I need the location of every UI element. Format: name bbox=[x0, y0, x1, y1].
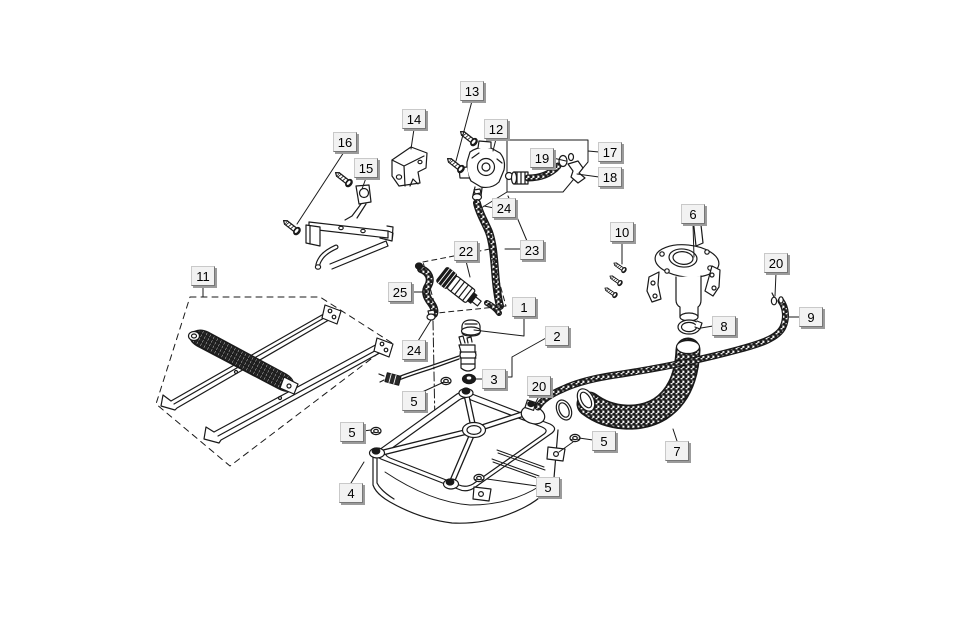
part-4-fuel-tank bbox=[368, 387, 574, 524]
callout-17[interactable]: 17 bbox=[598, 142, 622, 162]
callout-16[interactable]: 16 bbox=[333, 132, 357, 152]
part-6-filler-flange bbox=[646, 213, 721, 322]
callout-25[interactable]: 25 bbox=[388, 282, 412, 302]
leader-line-2 bbox=[503, 337, 547, 378]
callout-24b[interactable]: 24 bbox=[402, 340, 426, 360]
leader-line-19 bbox=[552, 157, 567, 162]
part-16-screw-2 bbox=[280, 216, 303, 237]
part-11-rail-lower bbox=[203, 337, 394, 444]
part-8-hose-clamp bbox=[677, 319, 703, 335]
callout-2[interactable]: 2 bbox=[545, 326, 569, 346]
leader-line-12 bbox=[492, 138, 497, 152]
part-1-grommet bbox=[460, 319, 482, 337]
part-14-bracket bbox=[391, 146, 428, 187]
leader-line-15 bbox=[361, 177, 367, 190]
leader-line-5d bbox=[486, 478, 538, 487]
part-15-bracket bbox=[305, 184, 394, 270]
part-24-clamp-lower bbox=[426, 309, 436, 321]
callout-7[interactable]: 7 bbox=[665, 441, 689, 461]
callout-11[interactable]: 11 bbox=[191, 266, 215, 286]
leader-line-22 bbox=[465, 260, 471, 278]
part-19-hose-elbow bbox=[558, 154, 568, 168]
callout-10[interactable]: 10 bbox=[610, 222, 634, 242]
part-16-screw-1 bbox=[332, 168, 355, 189]
callout-12[interactable]: 12 bbox=[484, 119, 508, 139]
part-18-hose-fitting bbox=[567, 160, 586, 184]
part-17-hose-group-frame bbox=[477, 139, 589, 211]
callout-24a[interactable]: 24 bbox=[492, 198, 516, 218]
leader-line-17 bbox=[587, 150, 600, 153]
callout-3[interactable]: 3 bbox=[482, 369, 506, 389]
callout-5a[interactable]: 5 bbox=[402, 391, 426, 411]
part-25-hose bbox=[414, 262, 439, 318]
callout-20a[interactable]: 20 bbox=[764, 253, 788, 273]
callout-6[interactable]: 6 bbox=[681, 204, 705, 224]
part-7-filler-tube bbox=[576, 337, 701, 430]
callout-15[interactable]: 15 bbox=[354, 158, 378, 178]
leader-line-13 bbox=[455, 100, 473, 162]
leader-line-18 bbox=[576, 173, 600, 178]
leader-line-8 bbox=[700, 325, 714, 329]
part-2-fuel-sender bbox=[378, 335, 477, 386]
callout-19[interactable]: 19 bbox=[530, 148, 554, 168]
part-20-bolt-on-tank bbox=[527, 400, 535, 408]
part-13-screw-1 bbox=[457, 127, 480, 148]
part-3-washer-hole bbox=[466, 376, 472, 380]
part-12-valve bbox=[458, 140, 506, 197]
part-5-nut-top bbox=[440, 376, 452, 386]
leader-line-20a bbox=[774, 272, 777, 297]
callout-13[interactable]: 13 bbox=[460, 81, 484, 101]
leader-line-1 bbox=[473, 316, 525, 337]
leader-line-5c bbox=[578, 437, 594, 441]
part-13-screw-2 bbox=[444, 154, 467, 175]
leader-line-7 bbox=[672, 428, 678, 442]
part-9-vent-hose bbox=[534, 296, 789, 411]
callout-5c[interactable]: 5 bbox=[592, 431, 616, 451]
leader-line-14 bbox=[410, 128, 415, 150]
callout-5b[interactable]: 5 bbox=[340, 422, 364, 442]
part-22-fuel-filter bbox=[436, 267, 482, 307]
part-11-cross-brace bbox=[187, 329, 299, 395]
tank-straps bbox=[368, 387, 529, 490]
part-8-clamp-lower bbox=[555, 399, 573, 421]
callout-1[interactable]: 1 bbox=[512, 297, 536, 317]
leader-line-20b bbox=[533, 395, 540, 407]
callout-14[interactable]: 14 bbox=[402, 109, 426, 129]
part-11-support-frame bbox=[155, 296, 394, 467]
leader-line-4 bbox=[350, 461, 365, 484]
callout-22[interactable]: 22 bbox=[454, 241, 478, 261]
assembly-centerline bbox=[432, 320, 437, 478]
leader-line-5b bbox=[362, 429, 372, 432]
callout-5d[interactable]: 5 bbox=[536, 477, 560, 497]
callout-8[interactable]: 8 bbox=[712, 316, 736, 336]
part-10-screws bbox=[602, 260, 628, 300]
leader-line-16 bbox=[296, 151, 345, 225]
part-22-25-filter-group bbox=[414, 248, 507, 478]
callout-20b[interactable]: 20 bbox=[527, 376, 551, 396]
part-5-nut-bottom bbox=[473, 473, 485, 483]
callout-leader-lines bbox=[202, 100, 801, 487]
leader-line-6 bbox=[692, 223, 695, 258]
part-24-clamp-upper bbox=[471, 188, 483, 201]
part-20-clip bbox=[770, 292, 778, 306]
callout-4[interactable]: 4 bbox=[339, 483, 363, 503]
callout-18[interactable]: 18 bbox=[598, 167, 622, 187]
callout-9[interactable]: 9 bbox=[799, 307, 823, 327]
leader-line-24b bbox=[417, 319, 432, 342]
part-23-tube bbox=[473, 199, 504, 310]
part-5-nut-left bbox=[370, 426, 382, 436]
callout-23[interactable]: 23 bbox=[520, 240, 544, 260]
